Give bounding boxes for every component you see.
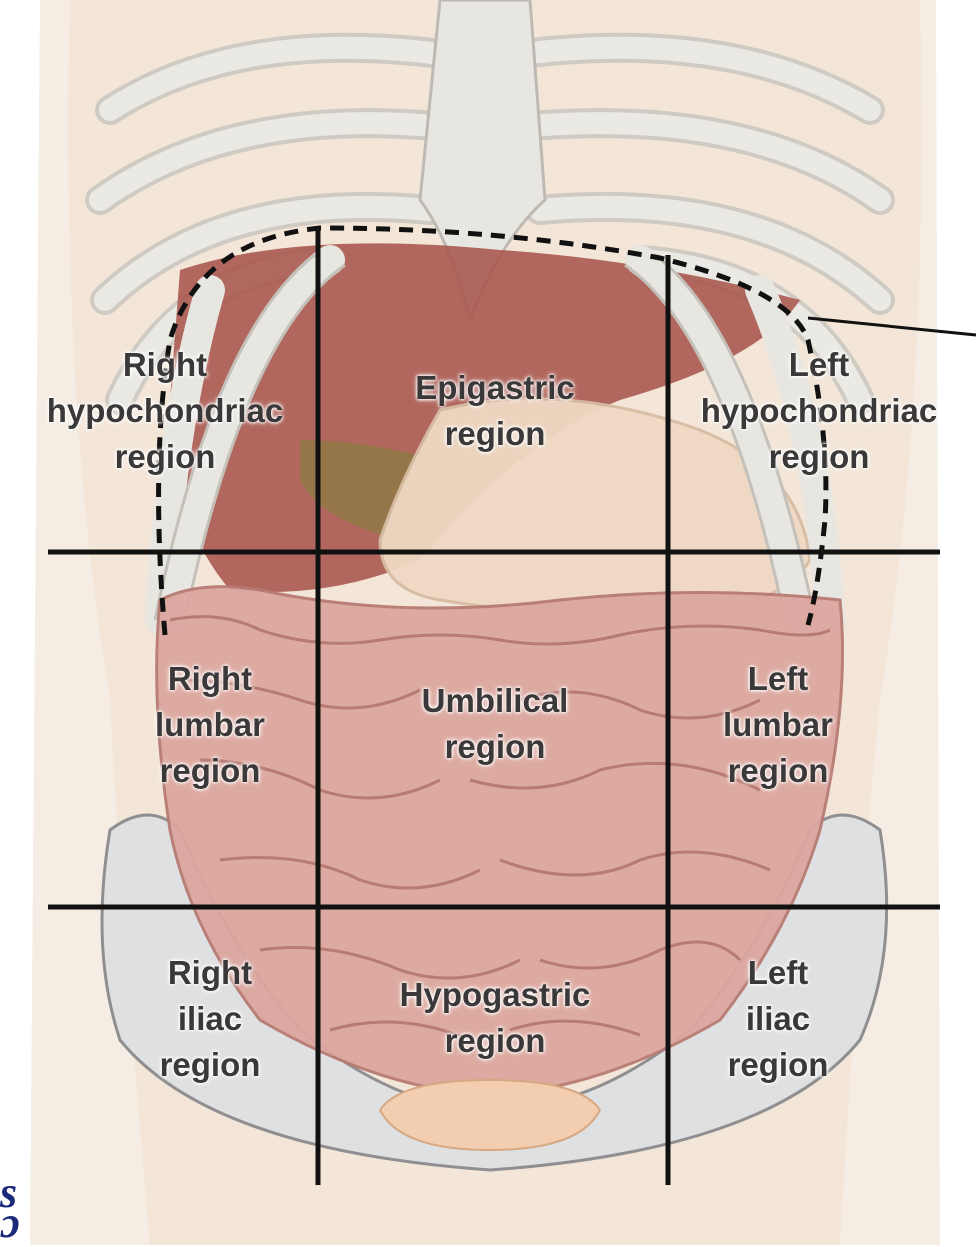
label-left-lumbar-region: Left lumbar region: [722, 660, 834, 789]
label-right-iliac-region: Right iliac region: [159, 954, 261, 1083]
label-right-hypochondriac-region: Right hypochondriac region: [46, 346, 284, 475]
label-hypogastric-region: Hypogastric region: [399, 976, 591, 1059]
bladder: [378, 1078, 602, 1152]
label-umbilical-region: Umbilical region: [421, 682, 569, 765]
label-epigastric-region: Epigastric region: [415, 369, 575, 452]
large-intestine: [155, 585, 844, 1097]
label-left-iliac-region: Left iliac region: [727, 954, 829, 1083]
corner-watermark-fragment: s ɔ: [0, 1168, 20, 1247]
costal-margin-dashed-line: [156, 225, 829, 636]
label-right-lumbar-region: Right lumbar region: [154, 660, 266, 789]
label-left-hypochondriac-region: Left hypochondriac region: [700, 346, 938, 475]
colon-haustra: [169, 615, 831, 1042]
pointer-line: [807, 316, 976, 337]
